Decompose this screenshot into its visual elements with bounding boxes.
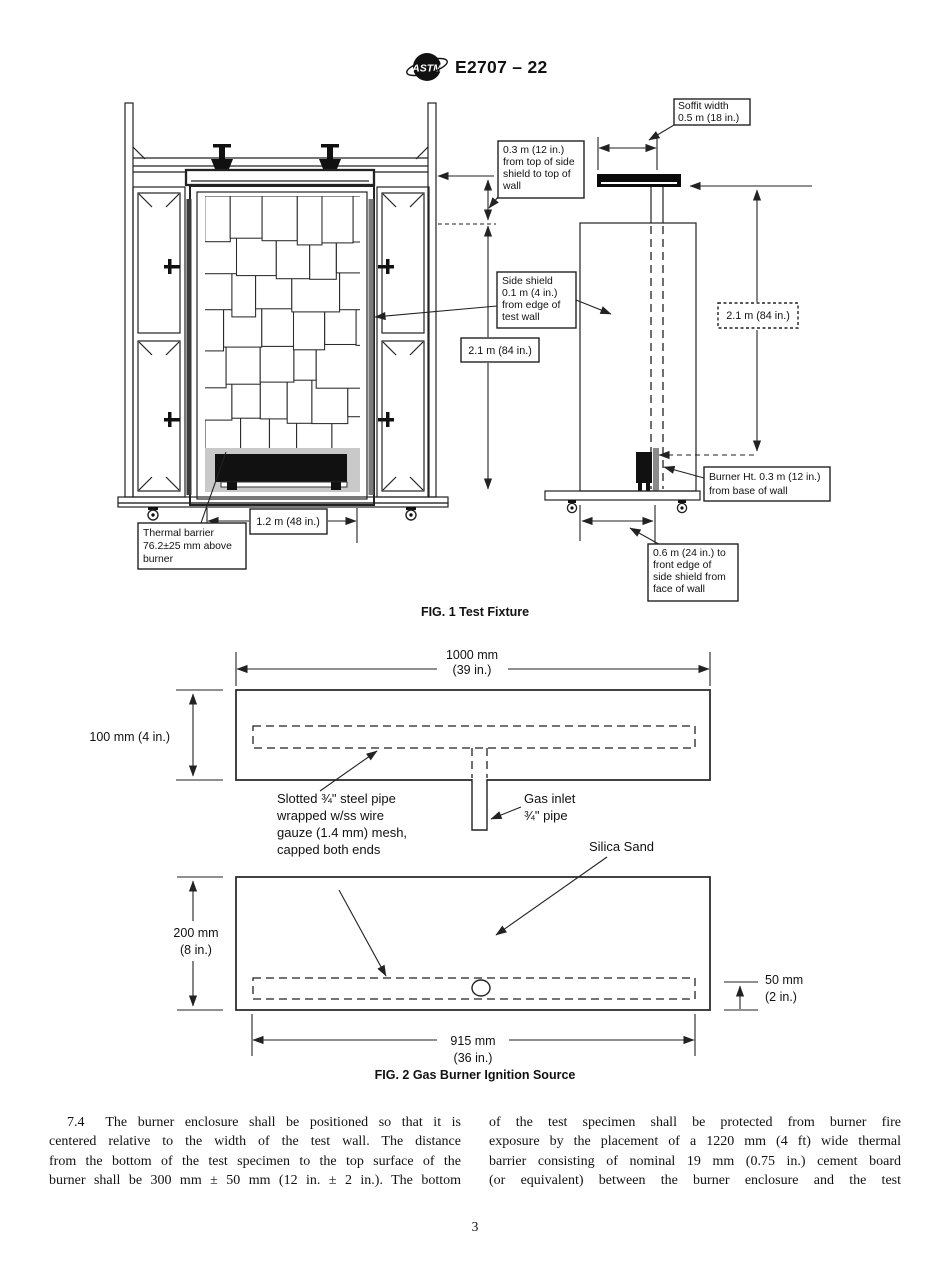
svg-text:Thermal barrier: Thermal barrier xyxy=(143,528,215,539)
svg-text:face of wall: face of wall xyxy=(653,584,705,595)
caster-icon xyxy=(676,500,688,514)
svg-text:from base of wall: from base of wall xyxy=(709,486,788,497)
body-left-column: 7.4 The burner enclosure shall be positi… xyxy=(49,1113,461,1190)
svg-text:gauze (1.4 mm) mesh,: gauze (1.4 mm) mesh, xyxy=(277,825,407,840)
side-panel-right xyxy=(376,186,430,498)
slotted-pipe-label: Slotted ¾" steel pipe wrapped w/ss wire … xyxy=(276,791,407,857)
wall-width-label: 1.2 m (48 in.) xyxy=(249,508,328,535)
svg-text:capped both ends: capped both ends xyxy=(277,842,381,857)
svg-text:shield to top of: shield to top of xyxy=(503,169,571,180)
svg-text:Soffit width: Soffit width xyxy=(678,101,729,112)
body-right-column: of the test specimen shall be protected … xyxy=(489,1113,901,1190)
slotted-pipe-top-view xyxy=(252,725,696,749)
slotted-pipe-front-view xyxy=(252,977,696,1000)
svg-text:(39 in.): (39 in.) xyxy=(453,663,492,677)
fig2-caption: FIG. 2 Gas Burner Ignition Source xyxy=(374,1068,576,1082)
side-shield-edge-left xyxy=(186,199,192,495)
soffit-width-label: Soffit width 0.5 m (18 in.) xyxy=(673,98,751,126)
body-text-line: exposure by the placement of a 1220 mm (… xyxy=(489,1134,901,1150)
gas-inlet-connection xyxy=(471,979,491,997)
svg-text:Slotted ¾" steel pipe: Slotted ¾" steel pipe xyxy=(277,791,396,806)
caster-icon xyxy=(566,500,578,514)
fig2-labels: Slotted ¾" steel pipe wrapped w/ss wire … xyxy=(276,750,654,977)
burner-plan-view: 1000 mm (39 in.) 100 mm (4 in.) xyxy=(89,648,711,831)
burner-front xyxy=(215,454,347,482)
svg-text:0.5 m (18 in.): 0.5 m (18 in.) xyxy=(678,113,739,124)
svg-text:2.1 m (84 in.): 2.1 m (84 in.) xyxy=(726,310,790,322)
wall-height-right-label: 2.1 m (84 in.) xyxy=(717,302,799,329)
thermal-barrier-label: Thermal barrier 76.2±25 mm above burner xyxy=(137,522,247,570)
svg-text:from edge of: from edge of xyxy=(502,300,560,311)
gas-inlet-pipe xyxy=(471,779,488,831)
body-text-line: from the bottom of the test specimen to … xyxy=(49,1153,461,1169)
svg-text:(2 in.): (2 in.) xyxy=(765,990,797,1004)
svg-text:2.1 m (84 in.): 2.1 m (84 in.) xyxy=(468,345,532,357)
shingle-specimen xyxy=(205,196,360,448)
front-view xyxy=(117,102,449,521)
svg-text:(8 in.): (8 in.) xyxy=(180,943,212,957)
svg-text:burner: burner xyxy=(143,554,174,565)
height-front-label: 200 mm xyxy=(173,926,218,940)
doc-number: E2707 – 22 xyxy=(455,57,548,77)
caster-icon xyxy=(405,507,417,521)
side-shield-edge-right xyxy=(368,199,374,495)
svg-text:76.2±25 mm above: 76.2±25 mm above xyxy=(143,541,232,552)
body-text-line: centered relative to the width of the te… xyxy=(49,1134,461,1150)
svg-text:side shield from: side shield from xyxy=(653,572,726,583)
caster-icon xyxy=(147,507,159,521)
svg-text:Side shield: Side shield xyxy=(502,276,553,287)
body-text-line: burner shall be 300 mm ± 50 mm (12 in. ±… xyxy=(49,1172,461,1188)
svg-text:0.1 m (4 in.): 0.1 m (4 in.) xyxy=(502,288,557,299)
front-edge-label: 0.6 m (24 in.) to front edge of side shi… xyxy=(647,543,739,602)
svg-text:wrapped w/ss wire: wrapped w/ss wire xyxy=(276,808,384,823)
svg-text:front edge of: front edge of xyxy=(653,560,711,571)
wall-height-left-label: 2.1 m (84 in.) xyxy=(460,337,540,363)
silica-sand-label: Silica Sand xyxy=(589,839,654,854)
svg-text:0.3 m (12 in.): 0.3 m (12 in.) xyxy=(503,145,564,156)
burner-height-label: Burner Ht. 0.3 m (12 in.) from base of w… xyxy=(703,466,831,502)
astm-logo-icon: ASTM xyxy=(406,53,448,81)
top-clamp-icon xyxy=(319,144,341,169)
side-view xyxy=(544,137,701,514)
svg-text:Gas inlet: Gas inlet xyxy=(524,791,576,806)
svg-text:0.6 m (24 in.) to: 0.6 m (24 in.) to xyxy=(653,548,726,559)
svg-text:from top of side: from top of side xyxy=(503,157,575,168)
fig1-annotations: 0.3 m (12 in.) from top of side shield t… xyxy=(137,98,831,602)
fig1-test-fixture-drawing: 0.3 m (12 in.) from top of side shield t… xyxy=(117,98,831,602)
width-top-label: 1000 mm xyxy=(446,648,498,662)
body-text-line: 7.4 The burner enclosure shall be positi… xyxy=(67,1115,461,1130)
panel-clamp-icon xyxy=(164,259,394,427)
svg-text:test wall: test wall xyxy=(502,312,540,323)
side-panel-left xyxy=(132,186,186,498)
body-text-line: of the test specimen shall be protected … xyxy=(489,1115,901,1130)
svg-text:1.2 m (48 in.): 1.2 m (48 in.) xyxy=(256,516,320,528)
depth-top-label: 100 mm (4 in.) xyxy=(89,730,170,744)
fig2-gas-burner-drawing: 1000 mm (39 in.) 100 mm (4 in.) Slotted … xyxy=(89,648,803,1065)
burner-side xyxy=(636,448,659,491)
fig1-caption: FIG. 1 Test Fixture xyxy=(420,605,530,619)
svg-text:Burner Ht. 0.3 m (12 in.): Burner Ht. 0.3 m (12 in.) xyxy=(709,472,820,483)
soffit-bar xyxy=(597,174,681,187)
side-shield-panel xyxy=(579,222,697,492)
body-text-line: barrier consisting of nominal 19 mm (0.7… xyxy=(489,1153,901,1169)
svg-text:(36 in.): (36 in.) xyxy=(454,1051,493,1065)
width-bottom-label: 915 mm xyxy=(450,1034,495,1048)
svg-text:¾" pipe: ¾" pipe xyxy=(524,808,568,823)
side-shield-label: Side shield 0.1 m (4 in.) from edge of t… xyxy=(496,271,577,329)
page-number: 3 xyxy=(471,1219,479,1234)
top-offset-label: 0.3 m (12 in.) from top of side shield t… xyxy=(497,140,585,199)
top-clamp-icon xyxy=(211,144,233,169)
gas-inlet-label: Gas inlet ¾" pipe xyxy=(524,791,576,823)
burner-front-view: 200 mm (8 in.) 50 mm (2 in.) 915 mm (36 … xyxy=(173,876,803,1065)
body-text-line: (or equivalent) between the burner enclo… xyxy=(489,1172,901,1188)
svg-text:wall: wall xyxy=(502,181,521,192)
sand-depth-label: 50 mm xyxy=(765,973,803,987)
